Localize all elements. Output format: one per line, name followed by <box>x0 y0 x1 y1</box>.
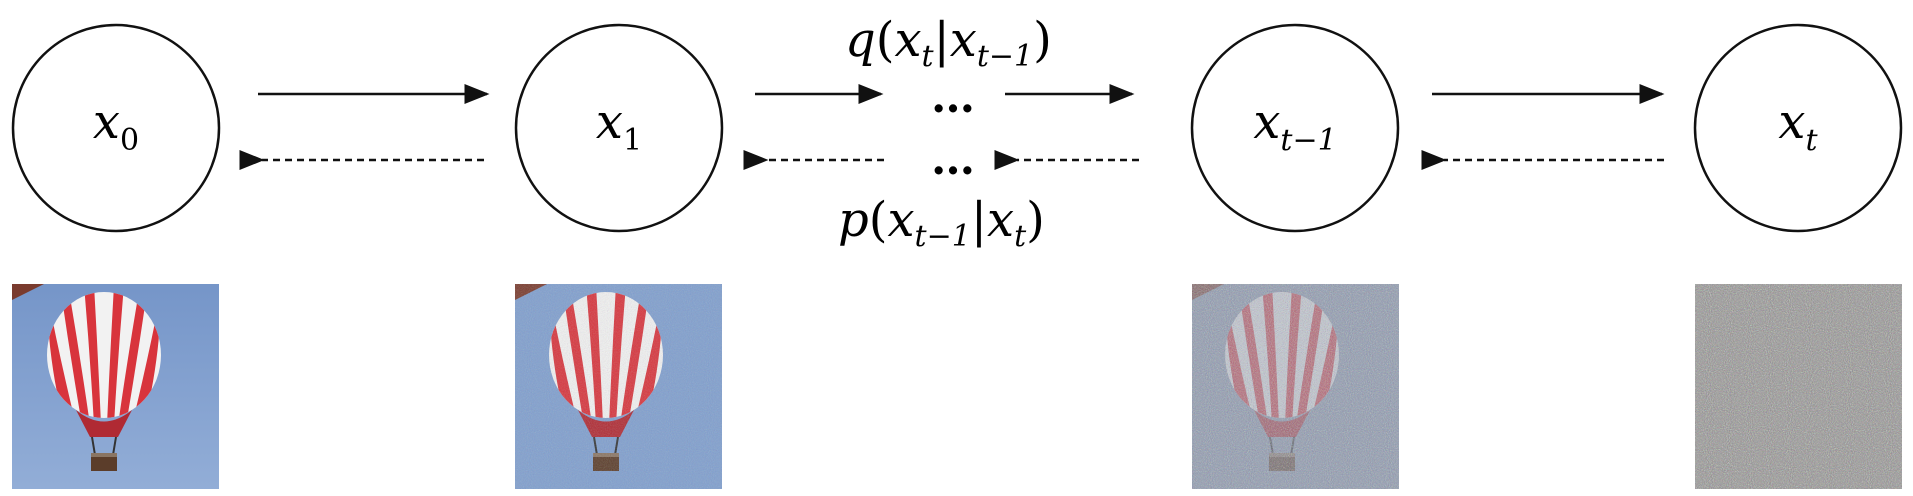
node-circle <box>514 23 724 233</box>
label-var: x <box>950 12 977 68</box>
label-var: x <box>987 192 1014 248</box>
node-base: x <box>93 94 120 150</box>
node-circle <box>11 23 221 233</box>
node-x1: x1 <box>514 23 724 233</box>
label-close: ) <box>1033 12 1052 68</box>
node-label: xt−1 <box>1253 94 1336 158</box>
label-sub: t <box>922 39 935 74</box>
label-var: x <box>887 192 914 248</box>
label-bar: | <box>934 12 950 68</box>
node-xt: xt <box>1693 23 1903 233</box>
label-sub: t−1 <box>977 39 1033 74</box>
label-fn: q <box>845 12 876 68</box>
node-sub: t <box>1806 123 1819 158</box>
label-close: ) <box>1026 192 1045 248</box>
label-sub: t <box>1014 219 1027 254</box>
node-x0: x0 <box>11 23 221 233</box>
node-xt-minus-1: xt−1 <box>1190 23 1400 233</box>
forward-process-label: q(xt|xt−1) <box>845 12 1052 74</box>
image-x1 <box>515 284 722 489</box>
image-xt-minus-1 <box>1192 284 1399 489</box>
label-sub: t−1 <box>915 219 971 254</box>
label-open: ( <box>869 192 888 248</box>
ellipsis-reverse: … <box>931 134 975 185</box>
node-base: x <box>1778 94 1805 150</box>
ellipsis-forward: … <box>931 72 975 123</box>
label-bar: | <box>971 192 987 248</box>
node-sub: t−1 <box>1280 123 1336 158</box>
node-sub: 0 <box>120 123 139 158</box>
image-xt <box>1695 284 1902 489</box>
node-circle <box>1693 23 1903 233</box>
reverse-process-label: p(xt−1|xt) <box>838 192 1045 254</box>
node-base: x <box>596 94 623 150</box>
node-label: x0 <box>93 94 139 158</box>
label-var: x <box>894 12 921 68</box>
label-open: ( <box>876 12 895 68</box>
node-label: x1 <box>596 94 642 158</box>
node-circle <box>1190 23 1400 233</box>
image-x0 <box>12 284 219 489</box>
node-sub: 1 <box>623 123 642 158</box>
node-label: xt <box>1778 94 1818 158</box>
label-fn: p <box>838 192 869 248</box>
node-base: x <box>1253 94 1280 150</box>
